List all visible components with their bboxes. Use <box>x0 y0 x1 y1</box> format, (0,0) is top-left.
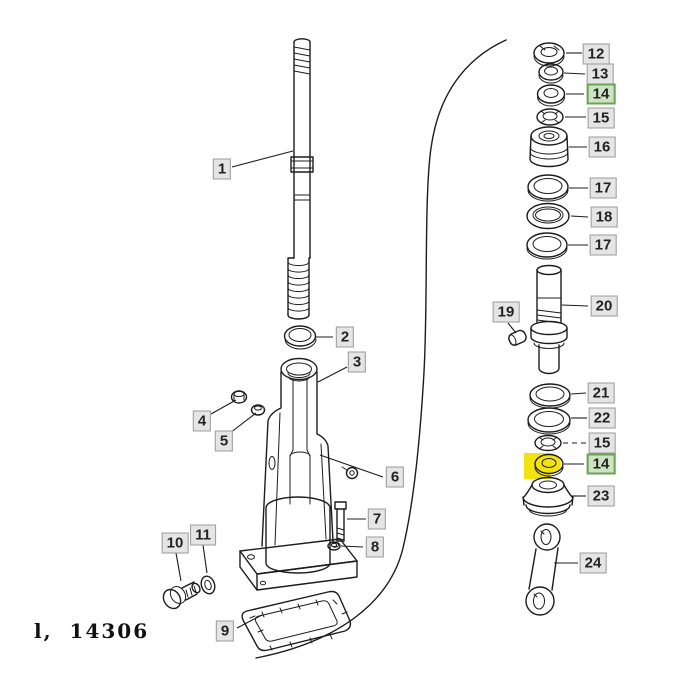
callout-15-14[interactable]: 15 <box>587 107 615 129</box>
callout-20-20[interactable]: 20 <box>590 295 618 317</box>
callout-13-12[interactable]: 13 <box>586 63 614 85</box>
part-15-lock-washer-upper <box>536 108 564 126</box>
callout-22-22[interactable]: 22 <box>588 407 616 429</box>
callout-9-8[interactable]: 9 <box>215 620 235 642</box>
part-18-ring <box>526 202 570 230</box>
part-12-bearing <box>533 42 565 67</box>
callout-14-13[interactable]: 14 <box>586 83 616 105</box>
part-14-washer-upper <box>536 84 566 107</box>
callout-4-3[interactable]: 4 <box>192 410 212 432</box>
part-11-washer <box>200 575 216 595</box>
part-19-pin <box>508 329 527 346</box>
part-2-ring <box>283 325 317 350</box>
part-13-snap-ring <box>538 63 564 84</box>
section-divider-curve <box>255 39 507 659</box>
part-14-washer-lower <box>534 453 564 477</box>
part-22-ring <box>527 407 571 435</box>
part-4-nut <box>230 390 248 404</box>
part-8-washer <box>327 541 341 551</box>
part-23-cap <box>522 476 574 517</box>
part-1-shaft <box>287 38 314 320</box>
part-7-capscrew <box>334 501 347 542</box>
part-6-bolt <box>341 466 359 480</box>
callout-15-23[interactable]: 15 <box>588 432 616 454</box>
callout-16-15[interactable]: 16 <box>588 136 616 158</box>
callout-2-1[interactable]: 2 <box>335 326 355 348</box>
callout-23-25[interactable]: 23 <box>587 485 615 507</box>
callout-7-6[interactable]: 7 <box>367 508 387 530</box>
callout-5-4[interactable]: 5 <box>214 430 234 452</box>
part-10-fitting <box>162 581 201 610</box>
callout-8-7[interactable]: 8 <box>365 536 385 558</box>
callout-6-5[interactable]: 6 <box>385 466 405 488</box>
part-9-gasket <box>241 590 352 652</box>
part-17-ring-upper <box>527 174 569 202</box>
callout-12-11[interactable]: 12 <box>582 43 610 65</box>
part-15-lock-washer-lower <box>534 434 562 452</box>
callout-3-2[interactable]: 3 <box>347 351 367 373</box>
part-3-housing <box>239 357 358 591</box>
part-17-ring-lower <box>526 232 568 260</box>
leader-lines <box>175 52 589 629</box>
callout-1-0[interactable]: 1 <box>212 158 232 180</box>
callout-10-9[interactable]: 10 <box>161 532 189 554</box>
callout-14-24[interactable]: 14 <box>586 453 616 475</box>
part-16-hub <box>529 126 569 168</box>
part-20-shaft <box>530 264 568 375</box>
part-21-ring <box>529 383 571 409</box>
callout-18-17[interactable]: 18 <box>590 206 618 228</box>
callout-17-16[interactable]: 17 <box>589 177 617 199</box>
callout-17-18[interactable]: 17 <box>589 234 617 256</box>
part-5-nut <box>250 404 266 416</box>
callout-21-21[interactable]: 21 <box>587 382 615 404</box>
figure-caption: l, 14306 <box>34 619 150 643</box>
callout-19-19[interactable]: 19 <box>492 301 520 323</box>
callout-24-26[interactable]: 24 <box>579 552 607 574</box>
callout-11-10[interactable]: 11 <box>190 524 216 546</box>
part-24-link <box>525 523 561 616</box>
